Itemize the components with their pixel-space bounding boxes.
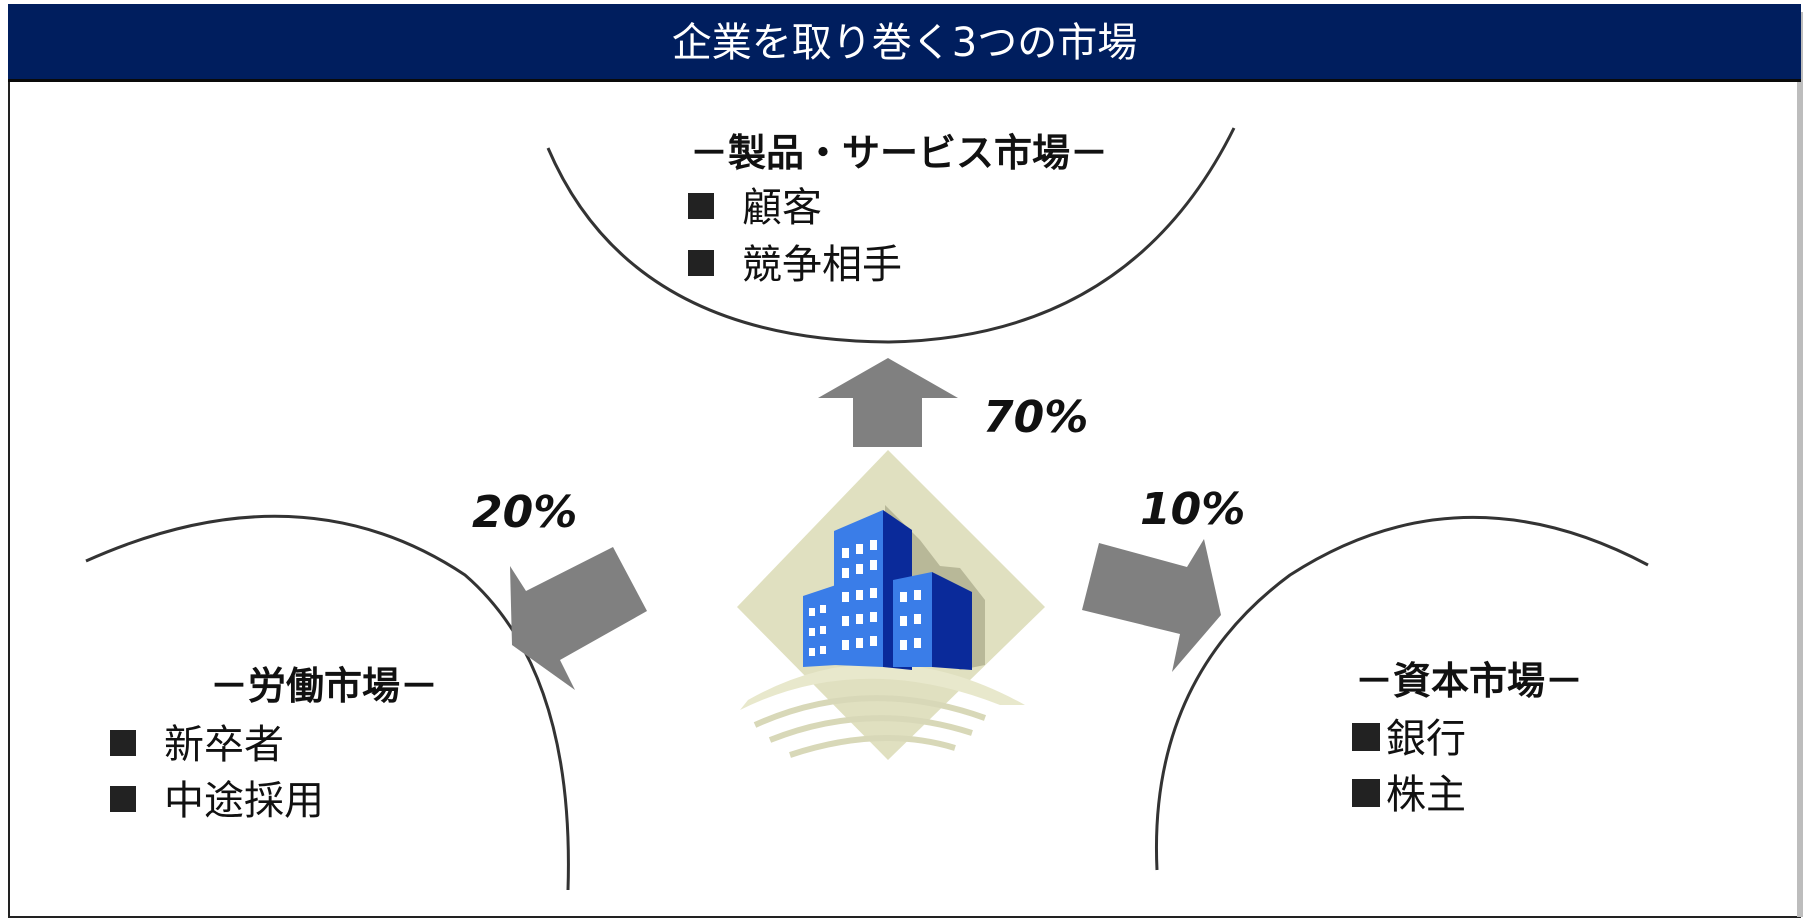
product-market-item: 顧客 [688,175,822,233]
product-market-title: －製品・サービス市場－ [690,131,1109,175]
frame-shadow [1797,12,1803,917]
labor-market-percent: 20% [472,487,578,538]
capital-market-arc [1154,516,1649,871]
product-market-percent: 70% [983,392,1089,443]
capital-market-item: 銀行 [1352,706,1466,764]
slide-title: 企業を取り巻く3つの市場 [8,4,1801,82]
labor-market-item: 中途採用 [110,768,324,826]
product-market-item: 競争相手 [688,232,902,290]
capital-market-percent: 10% [1140,484,1246,535]
arrow-to-product-market [818,358,958,447]
product-market-arc [546,127,1236,344]
arrow-to-labor-market [510,547,647,690]
labor-market-arc [85,514,570,891]
bullet-square-icon [688,250,714,276]
capital-market-item: 株主 [1352,762,1466,820]
bullet-square-icon [1352,723,1380,751]
labor-market-title: －労働市場－ [210,664,439,708]
bullet-square-icon [110,786,136,812]
office-building-icon [737,450,1045,760]
labor-market-item: 新卒者 [110,712,284,770]
bullet-square-icon [1352,779,1380,807]
arrow-to-capital-market [1082,539,1221,672]
bullet-square-icon [688,193,714,219]
slide-frame [8,4,1801,918]
capital-market-title: －資本市場－ [1355,659,1584,703]
bullet-square-icon [110,730,136,756]
